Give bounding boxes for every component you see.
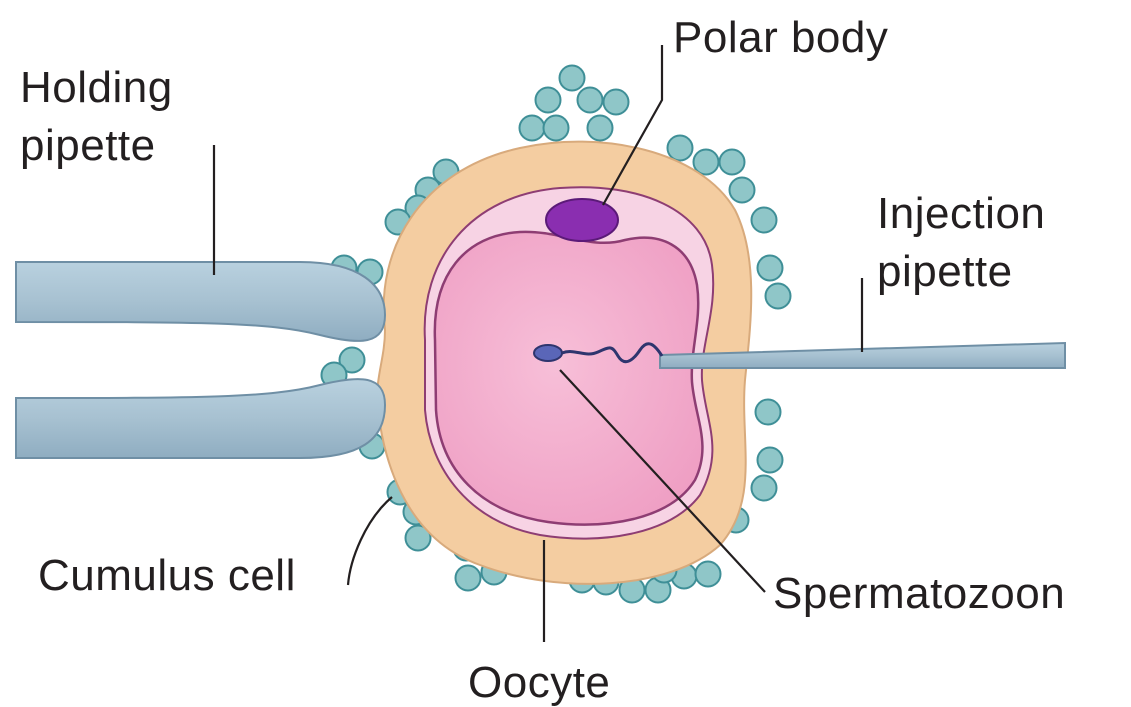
- label-holding-pipette-line1: Holding: [20, 63, 173, 112]
- cumulus-cell: [668, 136, 693, 161]
- cumulus-cell: [720, 150, 745, 175]
- leader-cumulus-cell: [348, 497, 392, 585]
- cumulus-cell: [758, 256, 783, 281]
- cumulus-cell: [696, 562, 721, 587]
- cumulus-cell: [588, 116, 613, 141]
- cumulus-cell: [560, 66, 585, 91]
- label-injection-pipette-line1: Injection: [877, 189, 1045, 238]
- cumulus-cell: [766, 284, 791, 309]
- label-cumulus-cell: Cumulus cell: [38, 551, 296, 600]
- label-injection-pipette: Injection pipette: [877, 189, 1058, 296]
- cumulus-cell: [758, 448, 783, 473]
- polar-body: [546, 199, 618, 241]
- label-injection-pipette-line2: pipette: [877, 247, 1013, 296]
- cumulus-cell: [694, 150, 719, 175]
- holding-pipette: [16, 262, 385, 458]
- cumulus-cell: [752, 476, 777, 501]
- label-polar-body: Polar body: [673, 13, 888, 62]
- cumulus-cell: [752, 208, 777, 233]
- cumulus-cell: [604, 90, 629, 115]
- cumulus-cell: [544, 116, 569, 141]
- cumulus-cell: [456, 566, 481, 591]
- cumulus-cell: [730, 178, 755, 203]
- label-holding-pipette-line2: pipette: [20, 121, 156, 170]
- cumulus-cell: [756, 400, 781, 425]
- label-holding-pipette: Holding pipette: [20, 63, 185, 170]
- label-oocyte: Oocyte: [468, 658, 610, 707]
- label-spermatozoon: Spermatozoon: [773, 569, 1065, 618]
- cumulus-cell: [536, 88, 561, 113]
- cumulus-cell: [520, 116, 545, 141]
- cumulus-cell: [578, 88, 603, 113]
